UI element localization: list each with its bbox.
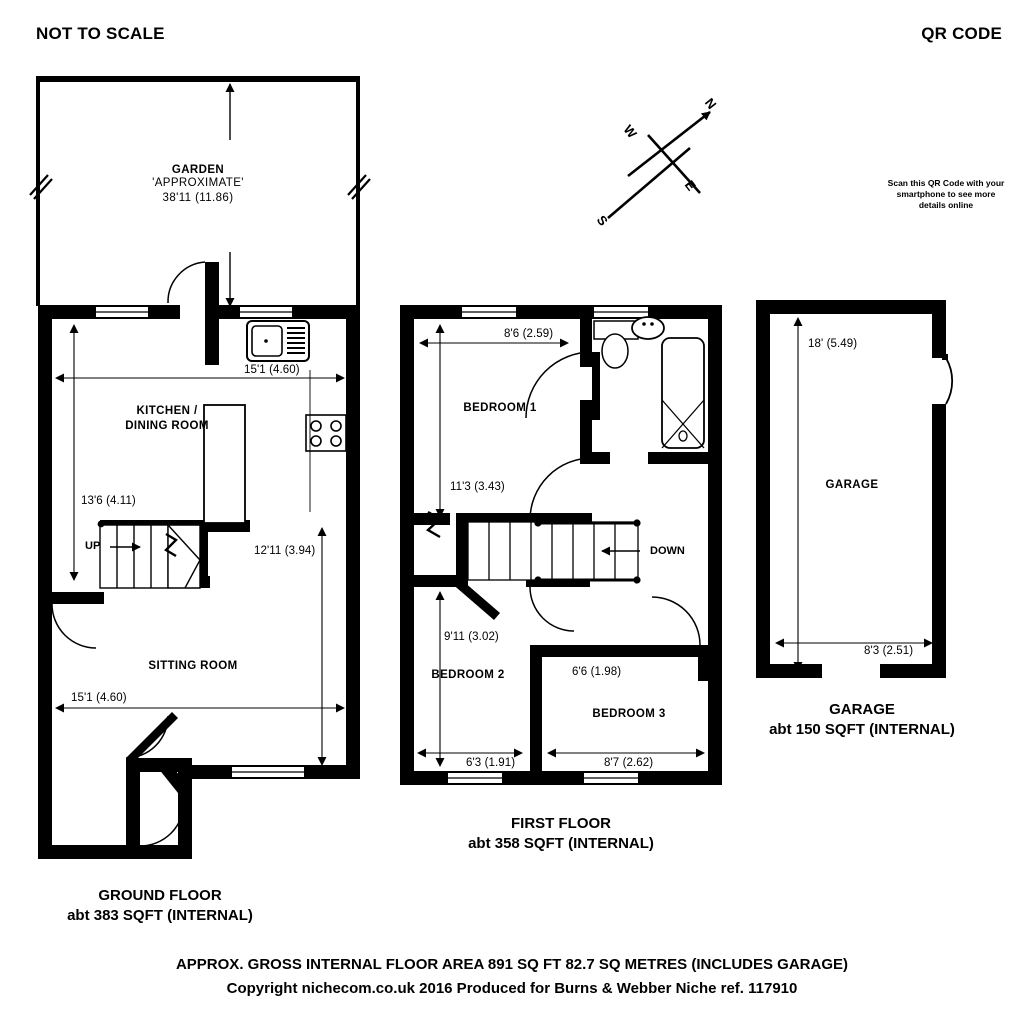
garden-label: GARDEN bbox=[171, 164, 225, 176]
stairs-down-label: DOWN bbox=[650, 545, 685, 557]
bedroom-1-width-dimension: 8'6 (2.59) bbox=[504, 328, 554, 340]
ground-floor-door-leaves bbox=[126, 712, 190, 846]
bedroom-2-width-dimension: 6'3 (1.91) bbox=[466, 757, 516, 769]
sitting-room-width-dimension: 15'1 (4.60) bbox=[71, 692, 127, 704]
bedroom-3-width-dimension: 8'7 (2.62) bbox=[604, 757, 654, 769]
bedroom-1-label: BEDROOM 1 bbox=[463, 402, 537, 414]
garden-approximate-note: 'APPROXIMATE' bbox=[152, 177, 244, 189]
bedroom-3-label: BEDROOM 3 bbox=[592, 708, 666, 720]
ground-floor-stairs bbox=[97, 520, 201, 589]
kitchen-depth-dimension: 13'6 (4.11) bbox=[81, 495, 136, 507]
stairs-up-label: UP bbox=[85, 540, 101, 552]
not-to-scale-label: NOT TO SCALE bbox=[36, 24, 165, 43]
garden-outline bbox=[29, 76, 371, 307]
ground-floor-dimensions bbox=[55, 324, 345, 766]
bathroom-fittings bbox=[593, 316, 705, 449]
kitchen-fittings bbox=[203, 320, 347, 524]
bedroom-2-label: BEDROOM 2 bbox=[431, 669, 505, 681]
first-floor-title: FIRST FLOOR abt 358 SQFT (INTERNAL) bbox=[468, 815, 654, 852]
copyright-note: Copyright nichecom.co.uk 2016 Produced f… bbox=[226, 980, 798, 997]
kitchen-dining-room-label: KITCHEN / DINING ROOM bbox=[125, 405, 209, 432]
bedroom-1-depth-dimension: 11'3 (3.43) bbox=[450, 481, 505, 493]
sitting-room-label: SITTING ROOM bbox=[148, 660, 238, 672]
first-floor-stairs bbox=[425, 510, 641, 584]
garage-title: GARAGE abt 150 SQFT (INTERNAL) bbox=[769, 701, 955, 738]
first-floor-door-leaves bbox=[450, 352, 600, 620]
gross-floor-area-note: APPROX. GROSS INTERNAL FLOOR AREA 891 SQ… bbox=[175, 956, 849, 973]
compass-rose bbox=[607, 110, 711, 219]
qr-code-title: QR CODE bbox=[921, 24, 1002, 43]
first-floor-doors bbox=[525, 351, 701, 646]
garage-label: GARAGE bbox=[825, 479, 879, 491]
kitchen-width-dimension: 15'1 (4.60) bbox=[244, 364, 300, 376]
ground-floor-title: GROUND FLOOR abt 383 SQFT (INTERNAL) bbox=[67, 887, 253, 924]
garage-walls bbox=[756, 300, 953, 678]
garden-dimension: 38'11 (11.86) bbox=[162, 192, 234, 204]
bedroom-3-depth-dimension: 6'6 (1.98) bbox=[572, 666, 622, 678]
garage-depth-dimension: 18' (5.49) bbox=[808, 338, 858, 350]
qr-code-instructions: Scan this QR Code with your smartphone t… bbox=[887, 178, 1005, 210]
first-floor-dimensions bbox=[417, 324, 705, 767]
sitting-room-depth-dimension: 12'11 (3.94) bbox=[254, 545, 316, 557]
garage-dimensions bbox=[775, 317, 933, 671]
bedroom-2-depth-dimension: 9'11 (3.02) bbox=[444, 631, 499, 643]
garage-width-dimension: 8'3 (2.51) bbox=[864, 645, 914, 657]
